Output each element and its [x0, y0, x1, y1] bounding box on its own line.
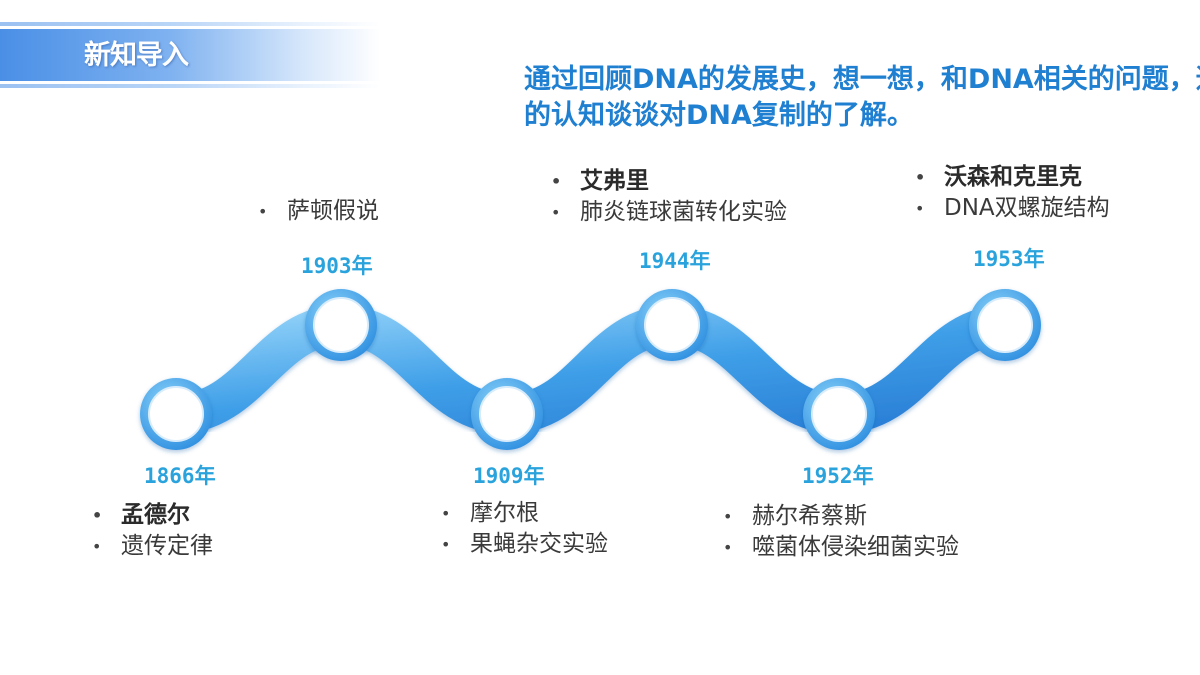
- intro-line-1: 通过回顾DNA的发展史，想一想，和DNA相关的问题，通过你: [524, 64, 1200, 95]
- node-1953-center: [977, 297, 1033, 353]
- milestone-person: 孟德尔: [92, 500, 213, 531]
- year-number: 1903: [301, 254, 352, 278]
- milestone-1944-info: 艾弗里 肺炎链球菌转化实验: [551, 166, 787, 228]
- year-unit: 年: [351, 254, 373, 278]
- milestone-person: 赫尔希蔡斯: [723, 501, 959, 532]
- year-unit: 年: [523, 464, 545, 488]
- year-label-1953: 1953年: [973, 243, 1045, 273]
- year-label-1866: 1866年: [144, 460, 216, 490]
- milestone-person: 摩尔根: [441, 498, 608, 529]
- intro-line-2: 的认知谈谈对DNA复制的了解。: [524, 100, 914, 131]
- milestone-1909-info: 摩尔根 果蝇杂交实验: [441, 498, 608, 560]
- track-wave: [156, 304, 1025, 435]
- header-band: [0, 22, 380, 88]
- milestone-discovery: DNA双螺旋结构: [915, 193, 1110, 224]
- milestone-1866-info: 孟德尔 遗传定律: [92, 500, 213, 562]
- year-label-1903: 1903年: [301, 250, 373, 280]
- year-unit: 年: [852, 464, 874, 488]
- milestone-person: 艾弗里: [551, 166, 787, 197]
- header-stripe-top: [0, 22, 380, 26]
- milestone-1953-info: 沃森和克里克 DNA双螺旋结构: [915, 162, 1110, 224]
- header-stripe-main: [0, 29, 380, 81]
- milestone-1903-info: 萨顿假说: [258, 196, 379, 227]
- milestone-discovery: 肺炎链球菌转化实验: [551, 197, 787, 228]
- intro-question: 通过回顾DNA的发展史，想一想，和DNA相关的问题，通过你 的认知谈谈对DNA复…: [524, 62, 1200, 134]
- milestone-discovery: 噬菌体侵染细菌实验: [723, 532, 959, 563]
- header-stripe-bottom: [0, 84, 380, 88]
- year-unit: 年: [689, 249, 711, 273]
- year-label-1944: 1944年: [639, 245, 711, 275]
- milestone-discovery: 果蝇杂交实验: [441, 529, 608, 560]
- year-number: 1944: [639, 249, 690, 273]
- node-1909-center: [479, 386, 535, 442]
- year-label-1909: 1909年: [473, 460, 545, 490]
- year-unit: 年: [194, 464, 216, 488]
- section-title: 新知导入: [84, 40, 189, 71]
- node-1952-center: [811, 386, 867, 442]
- year-number: 1953: [973, 247, 1024, 271]
- milestone-1952-info: 赫尔希蔡斯 噬菌体侵染细菌实验: [723, 501, 959, 563]
- node-1903-center: [313, 297, 369, 353]
- milestone-discovery: 萨顿假说: [258, 196, 379, 227]
- node-1944-center: [644, 297, 700, 353]
- year-number: 1952: [802, 464, 853, 488]
- year-label-1952: 1952年: [802, 460, 874, 490]
- year-unit: 年: [1023, 247, 1045, 271]
- timeline-nodes: [140, 289, 1041, 450]
- year-number: 1866: [144, 464, 195, 488]
- node-1866-center: [148, 386, 204, 442]
- milestone-person: 沃森和克里克: [915, 162, 1110, 193]
- milestone-discovery: 遗传定律: [92, 531, 213, 562]
- year-number: 1909: [473, 464, 524, 488]
